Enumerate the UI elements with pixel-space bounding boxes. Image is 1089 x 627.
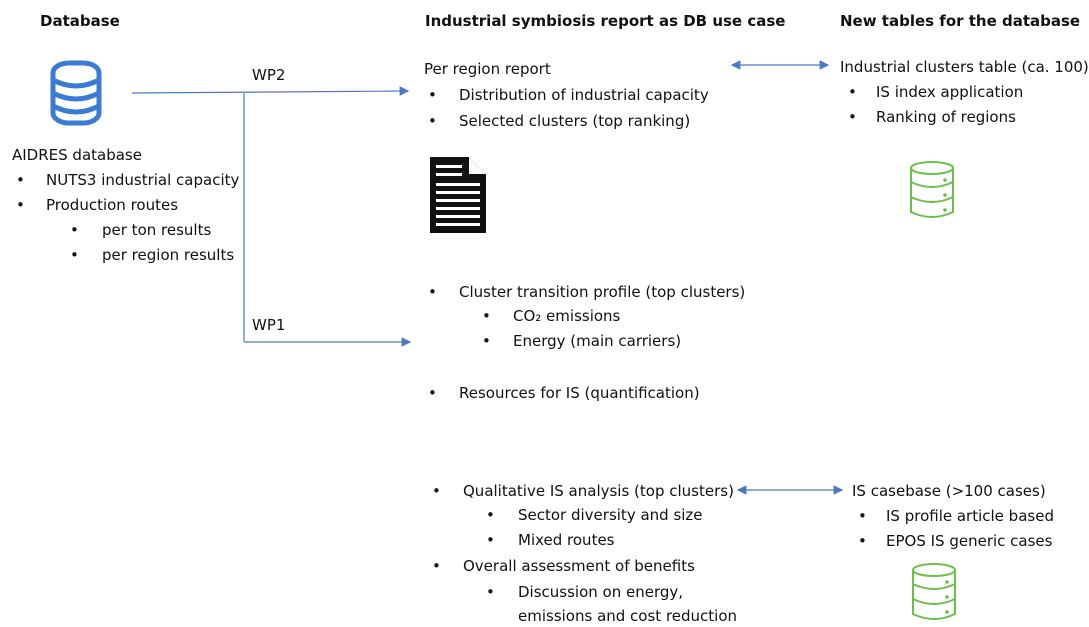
bullet: • xyxy=(848,83,857,101)
bullet: • xyxy=(486,506,495,524)
qualitative-sub-sector: Sector diversity and size xyxy=(518,506,703,524)
header-new-tables: New tables for the database xyxy=(840,12,1081,30)
wp2-label: WP2 xyxy=(252,66,286,84)
clusters-item-ranking: Ranking of regions xyxy=(876,108,1016,126)
bullet: • xyxy=(428,283,437,301)
database-icon xyxy=(910,161,954,218)
left-sub-per-ton: per ton results xyxy=(102,221,212,239)
clusters-item-index: IS index application xyxy=(876,83,1024,101)
casebase-title: IS casebase (>100 cases) xyxy=(852,482,1046,500)
resources-item: Resources for IS (quantification) xyxy=(459,384,700,402)
wp2-arrow xyxy=(131,86,410,96)
bullet: • xyxy=(848,108,857,126)
bullet: • xyxy=(428,86,437,104)
bullet: • xyxy=(432,482,441,500)
database-icon xyxy=(50,60,102,126)
cluster-item: Cluster transition profile (top clusters… xyxy=(459,283,746,301)
clusters-table-title: Industrial clusters table (ca. 100) xyxy=(840,58,1089,76)
bullet: • xyxy=(16,171,25,189)
region-item-distribution: Distribution of industrial capacity xyxy=(459,86,709,104)
overall-sub-line2: emissions and cost reduction xyxy=(518,607,738,625)
cluster-sub-co2: CO₂ emissions xyxy=(513,307,621,325)
qualitative-item: Qualitative IS analysis (top clusters) xyxy=(463,482,734,500)
region-report-title: Per region report xyxy=(424,60,551,78)
bullet: • xyxy=(428,112,437,130)
bullet: • xyxy=(70,246,79,264)
overall-item: Overall assessment of benefits xyxy=(463,557,695,575)
bullet: • xyxy=(486,531,495,549)
bullet: • xyxy=(70,221,79,239)
bullet: • xyxy=(432,557,441,575)
bullet: • xyxy=(16,196,25,214)
bullet: • xyxy=(486,583,495,601)
qualitative-sub-mixed: Mixed routes xyxy=(518,531,615,549)
db-name: AIDRES database xyxy=(12,146,142,164)
header-report: Industrial symbiosis report as DB use ca… xyxy=(425,12,786,30)
region-item-clusters: Selected clusters (top ranking) xyxy=(459,112,691,130)
bullet: • xyxy=(482,307,491,325)
left-item-routes: Production routes xyxy=(46,196,179,214)
bullet: • xyxy=(482,332,491,350)
casebase-item-article: IS profile article based xyxy=(886,507,1054,525)
casebase-item-epos: EPOS IS generic cases xyxy=(886,532,1053,550)
left-sub-per-region: per region results xyxy=(102,246,235,264)
bullet: • xyxy=(858,507,867,525)
header-database: Database xyxy=(40,12,120,30)
cluster-sub-energy: Energy (main carriers) xyxy=(513,332,682,350)
overall-sub-line1: Discussion on energy, xyxy=(518,583,684,601)
bullet: • xyxy=(428,384,437,402)
bullet: • xyxy=(858,532,867,550)
wp1-label: WP1 xyxy=(252,316,286,334)
database-icon xyxy=(912,563,956,620)
document-icon xyxy=(430,157,486,233)
left-item-capacity: NUTS3 industrial capacity xyxy=(46,171,240,189)
